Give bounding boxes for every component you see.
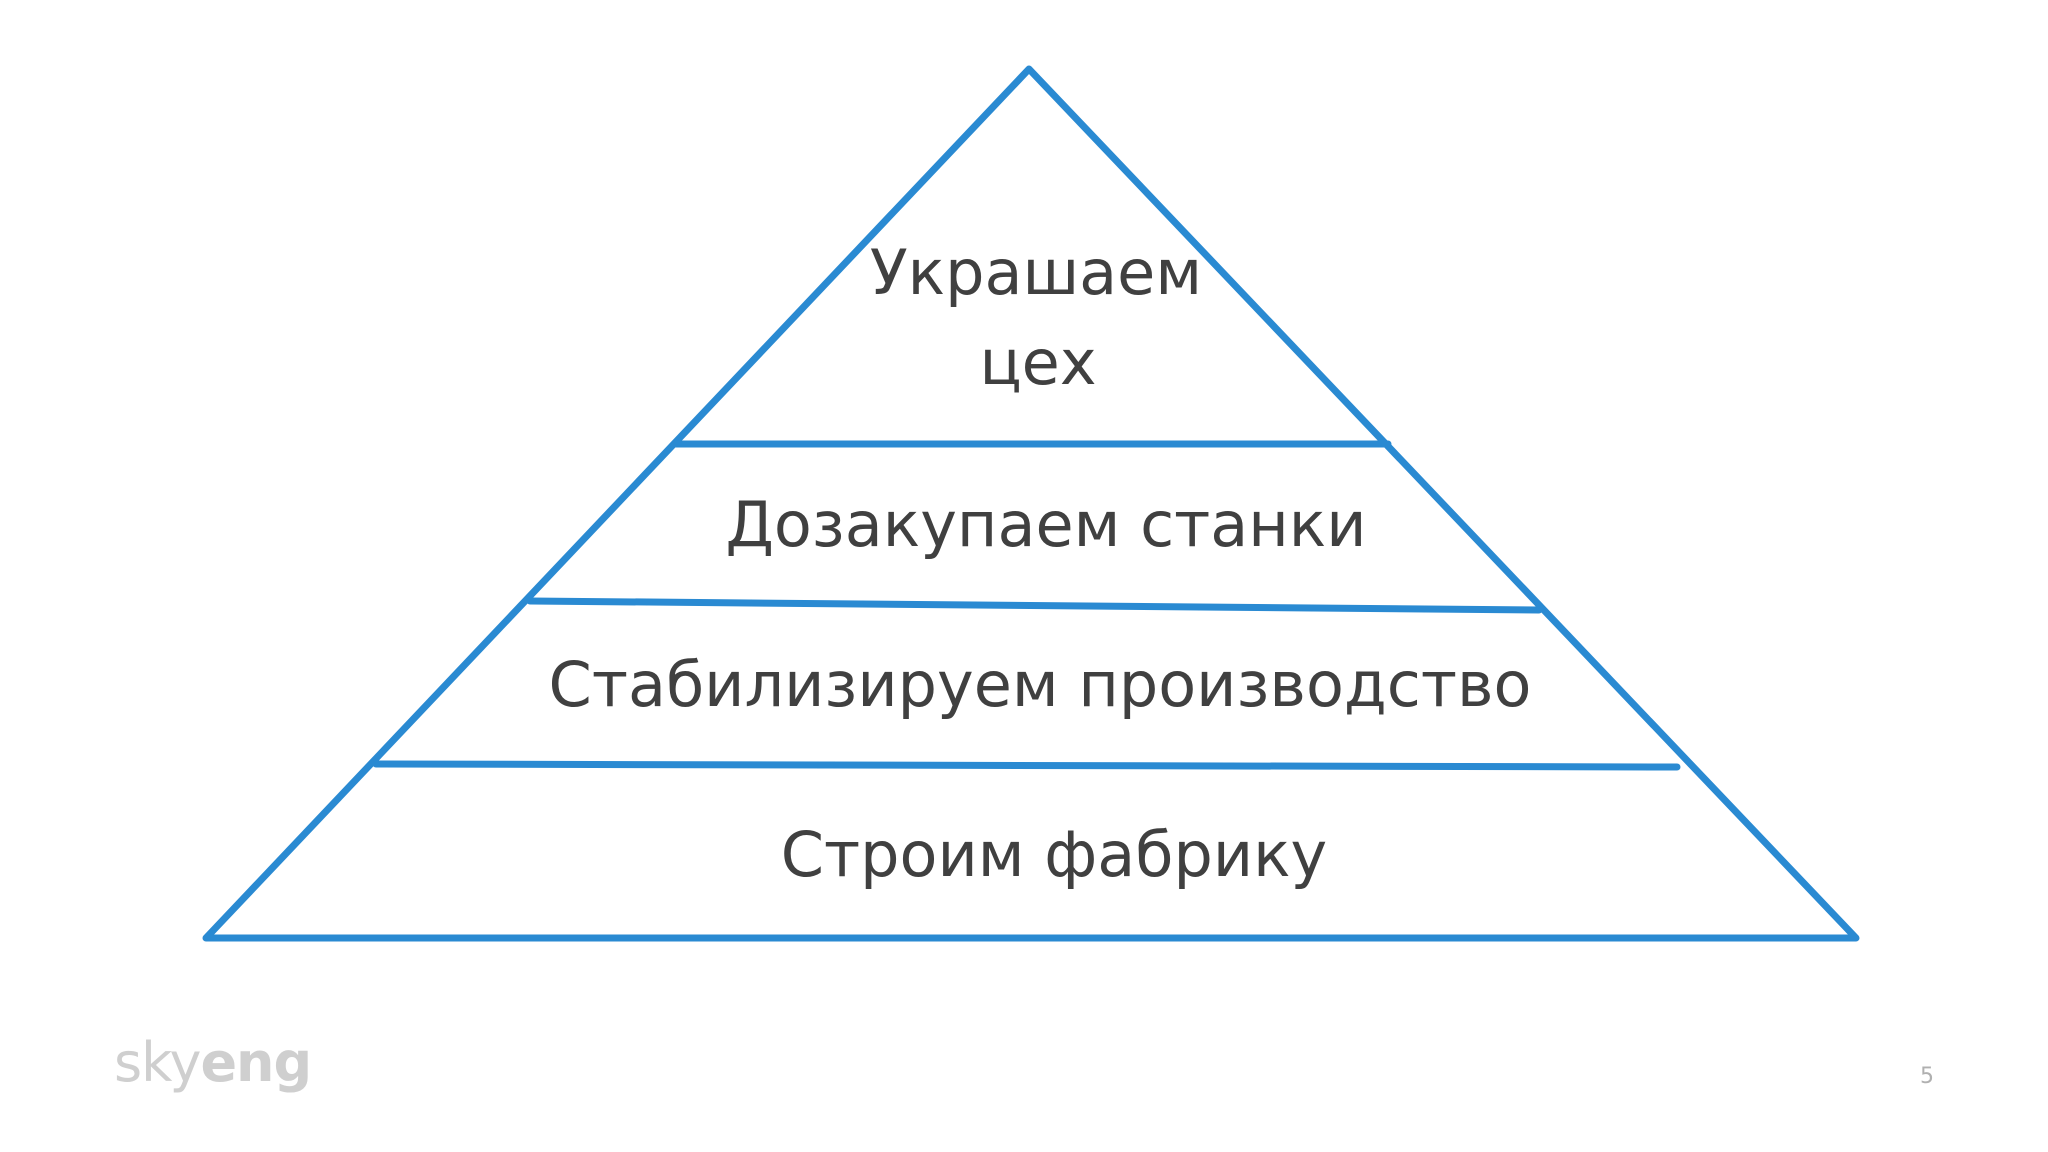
- skyeng-logo: skyeng: [114, 1036, 312, 1090]
- level-1-label-line-1: Украшаем: [870, 236, 1202, 309]
- logo-text-light: sky: [114, 1031, 201, 1094]
- level-3-label: Стабилизируем производство: [549, 648, 1532, 721]
- pyramid-outline: [202, 65, 1860, 942]
- divider-bottom: [372, 760, 1681, 771]
- level-2-label: Дозакупаем станки: [725, 488, 1366, 561]
- level-4-label: Строим фабрику: [781, 818, 1328, 891]
- page-number: 5: [1920, 1064, 1934, 1089]
- level-1-label-line-2: цех: [979, 326, 1096, 399]
- logo-text-bold: eng: [200, 1031, 312, 1094]
- divider-middle: [526, 597, 1543, 614]
